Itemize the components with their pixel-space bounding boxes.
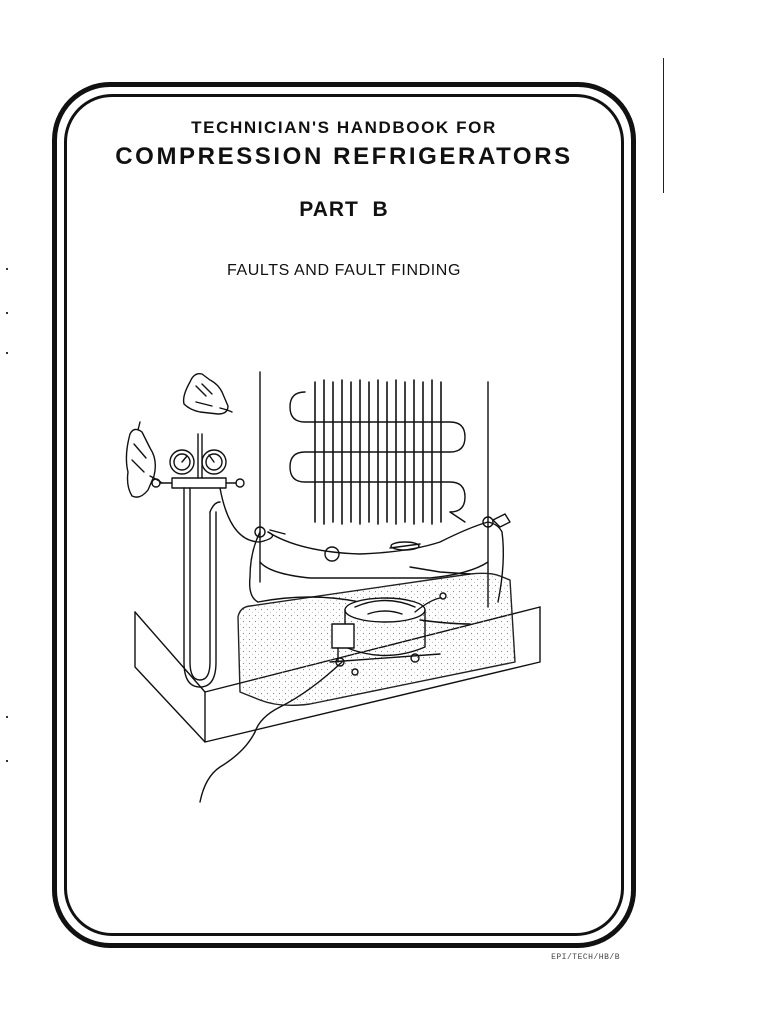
cover-subtitle: TECHNICIAN'S HANDBOOK FOR <box>191 118 497 137</box>
cover-border-inner <box>64 94 624 936</box>
scan-mark <box>6 352 8 354</box>
cover-part-label: PART B <box>299 198 389 221</box>
cover-topic: FAULTS AND FAULT FINDING <box>227 262 461 279</box>
technician-hand-left <box>125 421 163 498</box>
scan-mark <box>6 268 8 270</box>
scan-mark <box>6 760 8 762</box>
refrigerator-service-illustration <box>125 371 541 803</box>
cover-border-outer <box>52 82 636 948</box>
scan-mark <box>6 716 8 718</box>
manifold-gauge-set <box>151 433 245 489</box>
technician-hand-upper <box>182 372 233 415</box>
scan-mark <box>6 312 8 314</box>
page-edge-rule <box>663 58 664 193</box>
power-cord <box>199 661 343 803</box>
document-code: EPI/TECH/HB/B <box>551 953 620 962</box>
cover-title: COMPRESSION REFRIGERATORS <box>115 143 573 170</box>
condenser-fins <box>314 379 442 525</box>
compressor-compartment <box>237 566 516 707</box>
compressor <box>329 592 471 676</box>
refrigerant-lines <box>248 513 511 603</box>
